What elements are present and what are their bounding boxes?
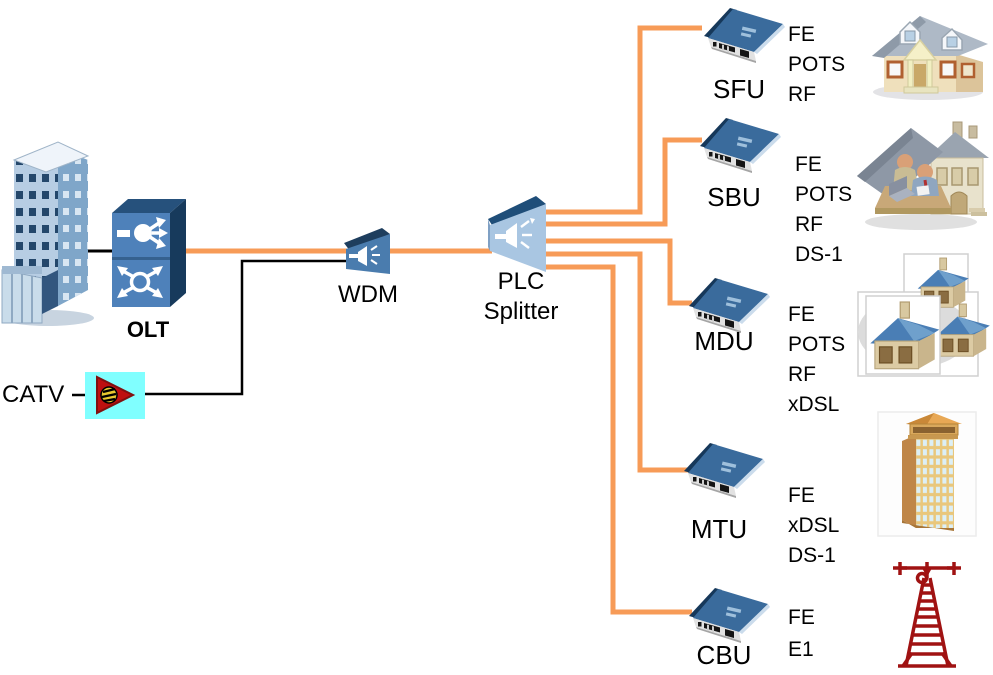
catv-label: CATV bbox=[2, 381, 65, 408]
service-label: FE bbox=[795, 153, 822, 176]
multi-dwelling-houses-illustration bbox=[857, 253, 990, 377]
wdm-icon bbox=[344, 228, 390, 274]
olt-icon bbox=[112, 199, 186, 307]
service-label: FE bbox=[788, 303, 815, 326]
onu-device-cbu bbox=[689, 588, 770, 643]
onu-label-mdu: MDU bbox=[694, 326, 754, 356]
wdm-label: WDM bbox=[338, 281, 398, 308]
service-label: RF bbox=[795, 213, 823, 236]
fiber-link-mdu bbox=[545, 238, 692, 306]
onu-label-cbu: CBU bbox=[696, 640, 752, 670]
onu-device-sbu bbox=[700, 118, 781, 173]
service-label: POTS bbox=[788, 53, 846, 76]
service-label: E1 bbox=[788, 638, 814, 661]
service-label: POTS bbox=[788, 333, 846, 356]
services-sfu: FE POTS RF bbox=[788, 20, 845, 110]
onu-device-mtu bbox=[684, 443, 765, 498]
service-label: FE bbox=[788, 606, 815, 629]
onu-label-sfu: SFU bbox=[713, 74, 765, 104]
router-glyph bbox=[117, 266, 163, 298]
catv-source-icon bbox=[85, 372, 145, 419]
optical-splitter-glyph bbox=[117, 217, 168, 249]
plc-splitter-icon bbox=[488, 196, 546, 272]
central-office-building-illustration bbox=[1, 141, 94, 326]
service-label: RF bbox=[788, 83, 816, 106]
cell-tower-illustration bbox=[893, 562, 961, 668]
service-label: POTS bbox=[795, 183, 853, 206]
plc-splitter-label-line2: Splitter bbox=[483, 298, 559, 325]
service-label: FE bbox=[788, 23, 815, 46]
small-business-house-illustration bbox=[857, 121, 989, 230]
fiber-link-sfu bbox=[545, 25, 702, 215]
splitter-glyph bbox=[495, 218, 535, 249]
service-label: RF bbox=[788, 363, 816, 386]
onu-label-sbu: SBU bbox=[707, 182, 761, 212]
onu-label-mtu: MTU bbox=[690, 514, 748, 544]
service-label: DS-1 bbox=[795, 243, 843, 266]
service-label: DS-1 bbox=[788, 544, 836, 567]
services-cbu: FE E1 bbox=[788, 602, 815, 666]
services-mdu: FE POTS RF xDSL bbox=[788, 300, 845, 420]
service-label: xDSL bbox=[788, 514, 840, 537]
services-mtu: FE xDSL DS-1 bbox=[788, 481, 839, 571]
combiner-glyph bbox=[349, 245, 380, 266]
olt-label: OLT bbox=[126, 317, 170, 342]
fiber-link-cbu bbox=[545, 264, 692, 615]
onu-device-sfu bbox=[704, 8, 785, 63]
fiber-link-mtu bbox=[545, 251, 702, 473]
fiber-link-sbu bbox=[545, 137, 702, 227]
service-label: xDSL bbox=[788, 393, 840, 416]
plc-splitter-label-line1: PLC bbox=[497, 268, 545, 295]
office-tower-illustration bbox=[877, 411, 977, 537]
copper-link-catv-wdm bbox=[145, 259, 352, 396]
services-sbu: FE POTS RF DS-1 bbox=[795, 150, 852, 270]
service-label: FE bbox=[788, 484, 815, 507]
single-family-house-illustration bbox=[872, 16, 988, 100]
